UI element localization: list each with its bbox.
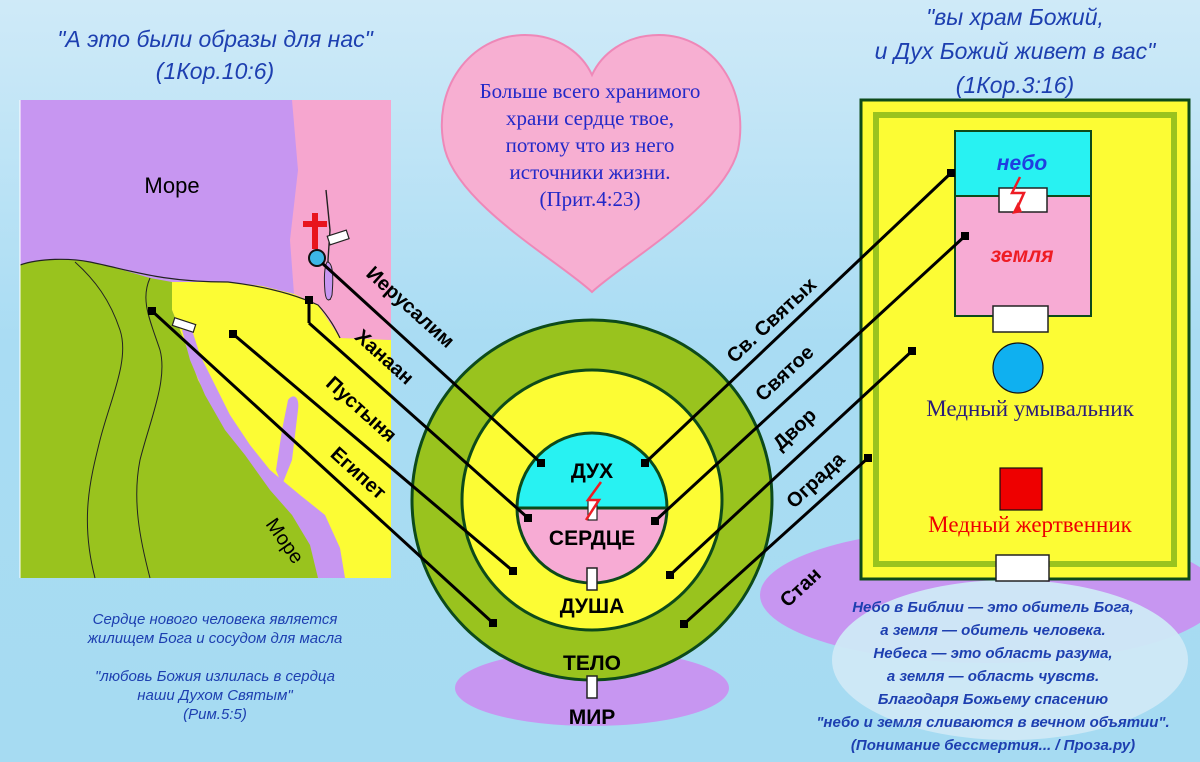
heart-verse-line: источники жизни. [509, 160, 671, 184]
laver-icon [992, 342, 1044, 394]
temple-heaven-label: небо [997, 152, 1048, 175]
note-line: жилищем Бога и сосудом для масла [87, 630, 343, 647]
circle-label-heart: СЕРДЦЕ [549, 527, 635, 550]
note-bubble-shape [832, 580, 1188, 740]
bottom-left-note: Сердце нового человека является жилищем … [40, 610, 390, 724]
note-line: а земля — обитель человека. [880, 622, 1106, 639]
left-quote-line1: "А это были образы для нас" [57, 26, 373, 52]
map-canaan-region [290, 100, 391, 340]
circle-label-spirit: ДУХ [571, 460, 613, 483]
altar-icon [999, 467, 1043, 511]
map-sea-top-label: Море [144, 173, 199, 198]
link-label-court: Двор [769, 404, 821, 455]
heart-verse-line: храни сердце твое, [506, 106, 674, 130]
note-line: Небеса — это область разума, [873, 645, 1113, 662]
note-line: а земля — область чувств. [886, 668, 1100, 685]
gate-icon [171, 317, 197, 333]
note-line: Благодаря Божьему спасению [877, 691, 1109, 708]
map-nile-outline [74, 261, 163, 579]
spirit-half [517, 433, 667, 508]
lightning-icon [584, 481, 603, 521]
note-line: Небо в Библии — это обитель Бога, [852, 599, 1134, 616]
map [19, 100, 391, 579]
gate-icon [992, 305, 1049, 333]
cross-icon [303, 213, 327, 249]
laver-label: Медный умывальник [926, 396, 1134, 421]
jerusalem-marker [308, 249, 326, 267]
lightning-icon [1009, 176, 1026, 212]
note-source: (Понимание бессмертия... / Проза.ру) [850, 737, 1136, 754]
circle-label-body: ТЕЛО [563, 652, 621, 675]
heart-verse-reference: (Прит.4:23) [539, 187, 641, 211]
note-quote-reference: (Рим.5:5) [183, 706, 247, 723]
holy-of-holies [954, 130, 1092, 197]
heart-half [517, 508, 667, 583]
right-quote-line2: и Дух Божий живет в вас" [874, 38, 1156, 64]
note-quote-line: "любовь Божия излилась в сердца [94, 668, 336, 685]
gate-icon [586, 567, 598, 591]
map-coastline [19, 258, 341, 339]
holy-place [954, 195, 1092, 317]
connectors [150, 171, 967, 626]
heart-verse-line: потому что из него [505, 133, 675, 157]
bottom-right-note: Небо в Библии — это обитель Бога, а земл… [786, 596, 1200, 757]
heart-verse-line: Больше всего хранимого [479, 79, 701, 103]
map-gulf [276, 396, 299, 485]
gate-icon [326, 229, 350, 246]
right-quote-line1: "вы храм Божий, [926, 4, 1104, 30]
note-quote-line: наши Духом Святым" [137, 687, 293, 704]
heart-verse: Больше всего хранимого храни сердце твое… [440, 78, 740, 213]
circle-label-soul: ДУША [560, 595, 625, 618]
map-red-sea [182, 330, 345, 578]
temple-earth-label: земля [990, 244, 1053, 267]
circle-label-world: МИР [569, 706, 616, 729]
connector-endpoints [148, 169, 969, 628]
left-quote-line2: (1Кор.10:6) [155, 58, 275, 84]
gate-icon [998, 187, 1048, 213]
gate-icon [586, 675, 598, 699]
gate-icon [995, 554, 1050, 582]
note-line: Сердце нового человека является [92, 611, 338, 628]
heart-shape [440, 33, 742, 294]
right-quote-line3: (1Кор.3:16) [955, 72, 1075, 98]
note-line: "небо и земля сливаются в вечном объятии… [816, 714, 1170, 731]
altar-label: Медный жертвенник [928, 512, 1132, 537]
map-egypt-region [20, 259, 330, 578]
